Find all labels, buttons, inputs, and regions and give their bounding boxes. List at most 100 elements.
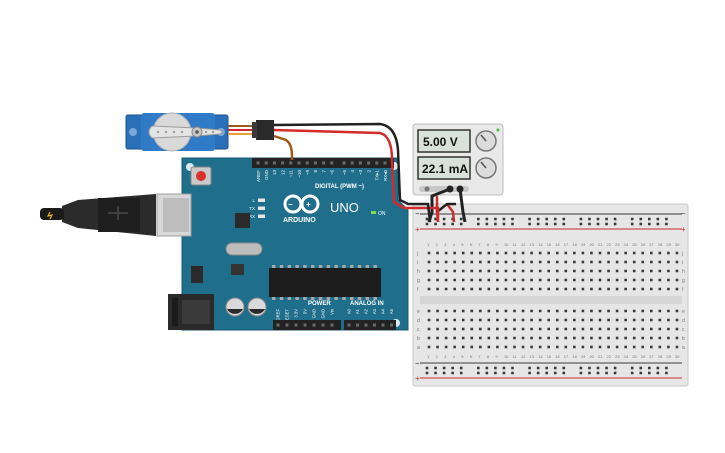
power-supply[interactable]: 5.00 V 22.1 mA	[412, 123, 504, 196]
digital-pin[interactable]	[322, 161, 326, 165]
breadboard-hole[interactable]	[573, 336, 576, 340]
breadboard-hole[interactable]	[598, 318, 602, 322]
breadboard-hole[interactable]	[598, 251, 602, 255]
rail-hole[interactable]	[648, 366, 651, 370]
breadboard-hole[interactable]	[564, 278, 568, 282]
breadboard-hole[interactable]	[436, 327, 439, 331]
breadboard-hole[interactable]	[564, 287, 568, 291]
rail-hole[interactable]	[630, 217, 634, 221]
rail-hole[interactable]	[553, 222, 557, 226]
breadboard-hole[interactable]	[675, 269, 679, 273]
breadboard-hole[interactable]	[658, 251, 662, 255]
breadboard-hole[interactable]	[504, 318, 508, 322]
breadboard-hole[interactable]	[555, 260, 559, 264]
breadboard-hole[interactable]	[590, 309, 593, 313]
rail-holes-top[interactable]	[425, 217, 668, 226]
breadboard-hole[interactable]	[650, 336, 653, 340]
breadboard-hole[interactable]	[461, 336, 465, 340]
breadboard-hole[interactable]	[436, 269, 439, 273]
breadboard-hole[interactable]	[453, 336, 456, 340]
breadboard-hole[interactable]	[444, 269, 448, 273]
breadboard-hole[interactable]	[487, 260, 491, 264]
breadboard-hole[interactable]	[555, 287, 559, 291]
breadboard-hole[interactable]	[658, 269, 662, 273]
breadboard-hole[interactable]	[530, 345, 533, 349]
rail-hole[interactable]	[553, 217, 557, 221]
rail-hole[interactable]	[485, 366, 489, 370]
breadboard-hole[interactable]	[607, 336, 610, 340]
breadboard-hole[interactable]	[547, 269, 550, 273]
breadboard-hole[interactable]	[675, 287, 679, 291]
breadboard-hole[interactable]	[564, 318, 568, 322]
breadboard-hole[interactable]	[624, 287, 627, 291]
breadboard-hole[interactable]	[530, 260, 533, 264]
rail-hole[interactable]	[605, 371, 608, 375]
digital-pin[interactable]	[383, 161, 387, 165]
breadboard-hole[interactable]	[598, 327, 602, 331]
breadboard-hole[interactable]	[607, 278, 610, 282]
rail-hole[interactable]	[545, 366, 548, 370]
breadboard-hole[interactable]	[624, 318, 627, 322]
breadboard-hole[interactable]	[479, 327, 482, 331]
breadboard-hole[interactable]	[513, 318, 516, 322]
breadboard-hole[interactable]	[641, 287, 645, 291]
breadboard-hole[interactable]	[479, 318, 482, 322]
rail-hole[interactable]	[648, 371, 651, 375]
rail-hole[interactable]	[639, 371, 643, 375]
breadboard-hole[interactable]	[615, 269, 619, 273]
breadboard-hole[interactable]	[607, 309, 610, 313]
breadboard-hole[interactable]	[615, 327, 619, 331]
breadboard-hole[interactable]	[427, 260, 431, 264]
breadboard-hole[interactable]	[547, 287, 550, 291]
breadboard-hole[interactable]	[530, 309, 533, 313]
rail-hole[interactable]	[588, 217, 591, 221]
breadboard-hole[interactable]	[427, 287, 431, 291]
breadboard-hole[interactable]	[615, 318, 619, 322]
breadboard-hole[interactable]	[547, 336, 550, 340]
breadboard-hole[interactable]	[461, 287, 465, 291]
breadboard-hole[interactable]	[667, 345, 670, 349]
breadboard-hole[interactable]	[530, 278, 533, 282]
rail-hole[interactable]	[665, 366, 668, 370]
breadboard-hole[interactable]	[675, 278, 679, 282]
breadboard-hole[interactable]	[487, 278, 491, 282]
breadboard-hole[interactable]	[547, 318, 550, 322]
breadboard-hole[interactable]	[504, 269, 508, 273]
rail-hole[interactable]	[665, 222, 668, 226]
rail-hole[interactable]	[639, 222, 643, 226]
rail-hole[interactable]	[502, 371, 506, 375]
breadboard-hole[interactable]	[496, 260, 499, 264]
rail-hole[interactable]	[545, 222, 548, 226]
breadboard-hole[interactable]	[658, 309, 662, 313]
breadboard-hole[interactable]	[650, 345, 653, 349]
breadboard-hole[interactable]	[427, 327, 431, 331]
rail-hole[interactable]	[442, 366, 446, 370]
breadboard-hole[interactable]	[547, 309, 550, 313]
breadboard-hole[interactable]	[453, 287, 456, 291]
breadboard-hole[interactable]	[581, 260, 585, 264]
breadboard-hole[interactable]	[581, 287, 585, 291]
breadboard-hole[interactable]	[496, 269, 499, 273]
analog-pin[interactable]	[381, 323, 385, 327]
breadboard-hole[interactable]	[632, 336, 636, 340]
rail-hole[interactable]	[596, 371, 600, 375]
breadboard-hole[interactable]	[547, 260, 550, 264]
rail-hole[interactable]	[579, 222, 583, 226]
breadboard-hole[interactable]	[607, 318, 610, 322]
power-pin[interactable]	[294, 323, 298, 327]
breadboard-hole[interactable]	[470, 260, 474, 264]
digital-pin[interactable]	[350, 161, 354, 165]
breadboard-hole[interactable]	[641, 260, 645, 264]
servo-connector[interactable]	[228, 120, 274, 140]
rail-hole[interactable]	[588, 366, 591, 370]
breadboard-hole[interactable]	[427, 269, 431, 273]
analog-pin[interactable]	[390, 323, 393, 327]
rail-hole[interactable]	[511, 217, 514, 221]
breadboard-hole[interactable]	[547, 278, 550, 282]
breadboard-hole[interactable]	[667, 278, 670, 282]
breadboard-hole[interactable]	[504, 309, 508, 313]
breadboard-hole[interactable]	[530, 269, 533, 273]
breadboard-hole[interactable]	[470, 287, 474, 291]
rail-hole[interactable]	[502, 366, 506, 370]
analog-pin[interactable]	[364, 323, 368, 327]
